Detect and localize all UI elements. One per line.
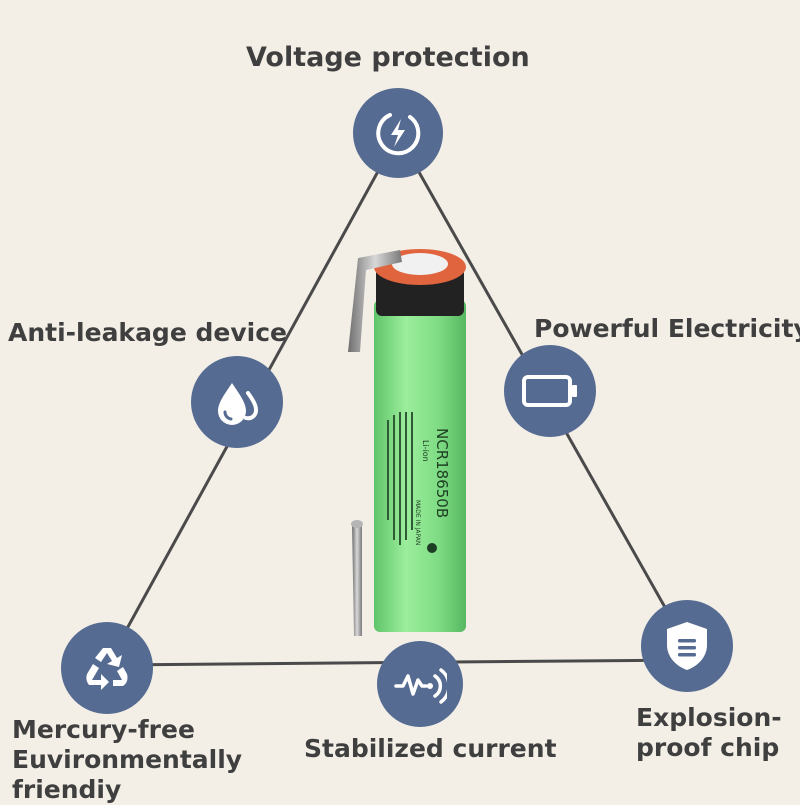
mercury-free-label: Mercury-free bbox=[12, 715, 195, 744]
wave-signal-icon bbox=[394, 668, 447, 704]
battery-type: Li-ion bbox=[421, 440, 430, 462]
explosion-label: Explosion- bbox=[636, 703, 782, 732]
battery-mark bbox=[427, 543, 437, 553]
lightning-circle-icon bbox=[376, 113, 421, 156]
powerful-electricity-circle bbox=[504, 345, 596, 437]
friendly-label: friendiy bbox=[12, 775, 122, 804]
recycle-icon bbox=[86, 648, 128, 690]
anti-leakage-label: Anti-leakage device bbox=[8, 318, 287, 347]
stabilized-current-circle bbox=[377, 641, 463, 727]
battery-terminal bbox=[392, 253, 448, 275]
powerful-electricity-label: Powerful Electricity bbox=[534, 314, 800, 343]
voltage-protection-label: Voltage protection bbox=[246, 42, 530, 73]
environmentally-label: Euvironmentally bbox=[12, 745, 243, 774]
battery-body bbox=[374, 300, 466, 632]
mercury-free-circle bbox=[61, 622, 153, 714]
battery-icon bbox=[522, 375, 577, 407]
battery-origin: MADE IN JAPAN bbox=[414, 500, 421, 545]
battery-tab-lower bbox=[352, 525, 362, 636]
battery-print-lines bbox=[387, 412, 413, 545]
battery-model: NCR18650B bbox=[433, 428, 451, 518]
water-drop-icon bbox=[218, 383, 258, 425]
proof-chip-label: proof chip bbox=[636, 733, 780, 762]
anti-leakage-circle bbox=[191, 356, 283, 448]
battery-tab-upper bbox=[348, 250, 402, 352]
shield-icon bbox=[667, 622, 707, 670]
stabilized-current-label: Stabilized current bbox=[304, 734, 557, 763]
battery-tab-lower-tip bbox=[351, 520, 363, 528]
voltage-protection-circle bbox=[353, 88, 443, 178]
explosion-proof-circle bbox=[641, 600, 733, 692]
